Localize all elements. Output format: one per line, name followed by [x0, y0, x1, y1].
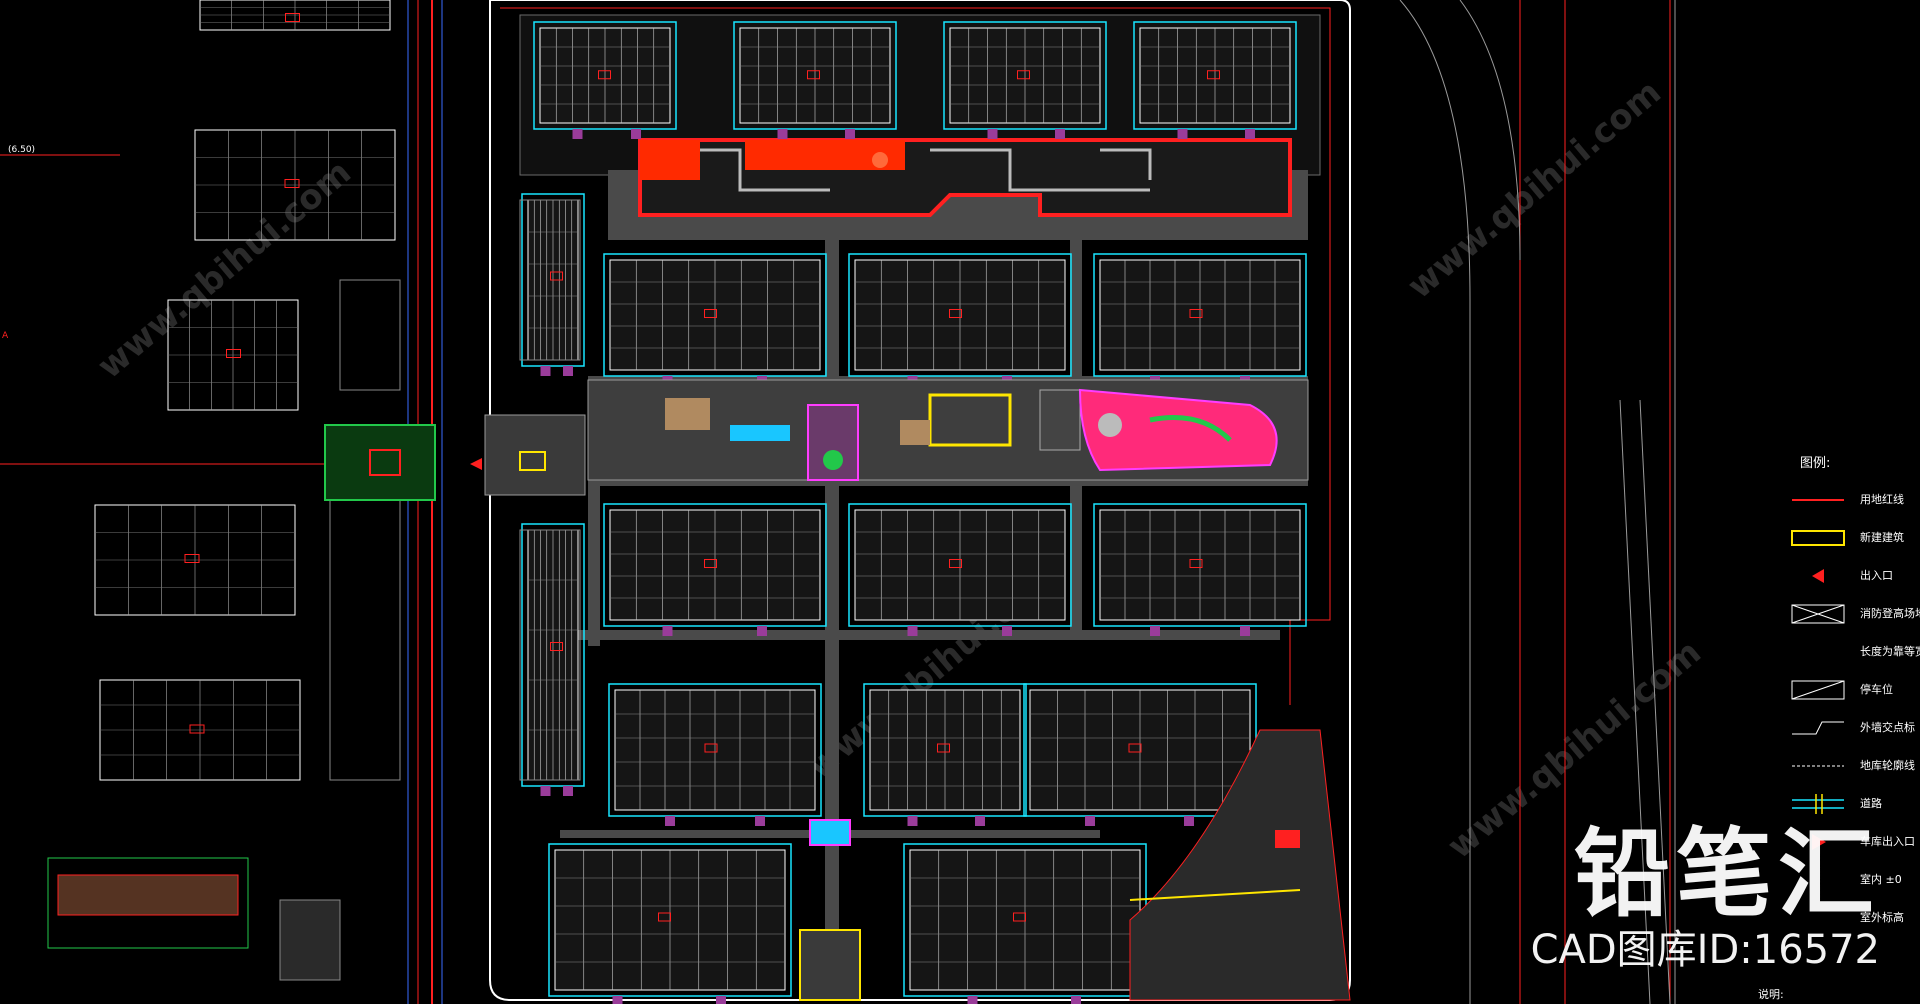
section-label: (6.50) [8, 145, 35, 155]
legend-symbol-road-cross [1792, 794, 1844, 814]
legend-symbol-slash-box [1791, 680, 1845, 700]
floor-plan-4 [94, 504, 296, 616]
brand-watermark: 铅笔汇 CAD图库ID:16572 [1531, 826, 1880, 974]
legend-row: 室外标高 [1790, 903, 1920, 933]
building-block-11 [608, 683, 822, 826]
legend-label: 地库轮廓线 [1860, 759, 1915, 772]
legend-panel: 图例: 用地红线新建建筑出入口消防登高场地长度为靠等宽停车位外墙交点标地库轮廓线… [1790, 440, 1920, 960]
legend-symbol-red-triangle [1812, 569, 1824, 583]
legend-label: 用地红线 [1860, 493, 1904, 506]
notes-label: 说明: [1758, 988, 1784, 1001]
legend-symbols [1791, 499, 1845, 850]
legend-symbol-yellow-box [1791, 530, 1845, 546]
residential-buildings [521, 21, 1307, 1004]
central-landscape [587, 379, 1309, 481]
legend-row: 外墙交点标 [1790, 713, 1920, 743]
legend-symbol-step-line [1792, 721, 1844, 735]
building-block-10 [1093, 503, 1307, 636]
building-block-6 [848, 253, 1072, 386]
floor-plan-1 [199, 0, 391, 31]
legend-label: 室外标高 [1860, 911, 1904, 924]
legend-label: 新建建筑 [1860, 531, 1904, 544]
building-block-17 [521, 523, 585, 796]
legend-row: 车库出入口 [1790, 827, 1920, 857]
legend-symbol-cross-box [1791, 604, 1845, 624]
legend-row: 出入口 [1790, 561, 1920, 591]
building-block-8 [603, 503, 827, 636]
building-block-12 [863, 683, 1027, 826]
legend-row: 室内 ±0 [1790, 865, 1920, 895]
legend-label: 消防登高场地 [1860, 607, 1920, 620]
brand-logo-text: 铅笔汇 [1574, 818, 1880, 930]
west-entrance-plaza [324, 414, 586, 501]
building-block-14 [548, 843, 792, 1004]
building-block-13 [1023, 683, 1257, 826]
legend-row: 道路 [1790, 789, 1920, 819]
south-gate [799, 819, 861, 1001]
axis-mark-label: A [2, 331, 9, 341]
bottom-left-block [47, 857, 341, 981]
legend-label: 道路 [1860, 797, 1882, 810]
floor-plan-2 [194, 129, 396, 241]
legend-row: 用地红线 [1790, 485, 1920, 515]
watermark-text-1: www.qbihui.com [90, 152, 359, 387]
watermark-text-2: www.qbihui.com [1400, 72, 1669, 307]
building-block-1 [533, 21, 677, 139]
legend-label: 停车位 [1860, 683, 1893, 696]
building-block-2 [733, 21, 897, 139]
building-block-15 [903, 843, 1147, 1004]
legend-row: 地库轮廓线 [1790, 751, 1920, 781]
legend-label: 长度为靠等宽 [1860, 645, 1920, 658]
floor-plan-5 [99, 679, 301, 781]
legend-row: 停车位 [1790, 675, 1920, 705]
floor-plan-3 [167, 299, 299, 411]
building-block-9 [848, 503, 1072, 636]
commercial-building [1129, 729, 1351, 1001]
legend-row: 新建建筑 [1790, 523, 1920, 553]
legend-row: 消防登高场地 [1790, 599, 1920, 629]
site-boundary-lines [0, 0, 1676, 1004]
legend-label: 出入口 [1860, 569, 1893, 582]
building-block-16 [521, 193, 585, 376]
library-id: CAD图库ID:16572 [1530, 927, 1880, 973]
building-block-3 [943, 21, 1107, 139]
legend-row: 长度为靠等宽 [1790, 637, 1920, 667]
legend-title: 图例: [1800, 456, 1831, 471]
legend-symbol-red-arrow [1812, 834, 1826, 850]
building-block-4 [1133, 21, 1297, 139]
top-fire-lane [638, 138, 1292, 217]
building-block-7 [1093, 253, 1307, 386]
legend-label: 外墙交点标 [1860, 721, 1915, 734]
legend-label: 车库出入口 [1860, 835, 1915, 848]
left-floor-plans [94, 0, 396, 781]
building-block-5 [603, 253, 827, 386]
legend-label: 室内 ±0 [1860, 873, 1902, 886]
